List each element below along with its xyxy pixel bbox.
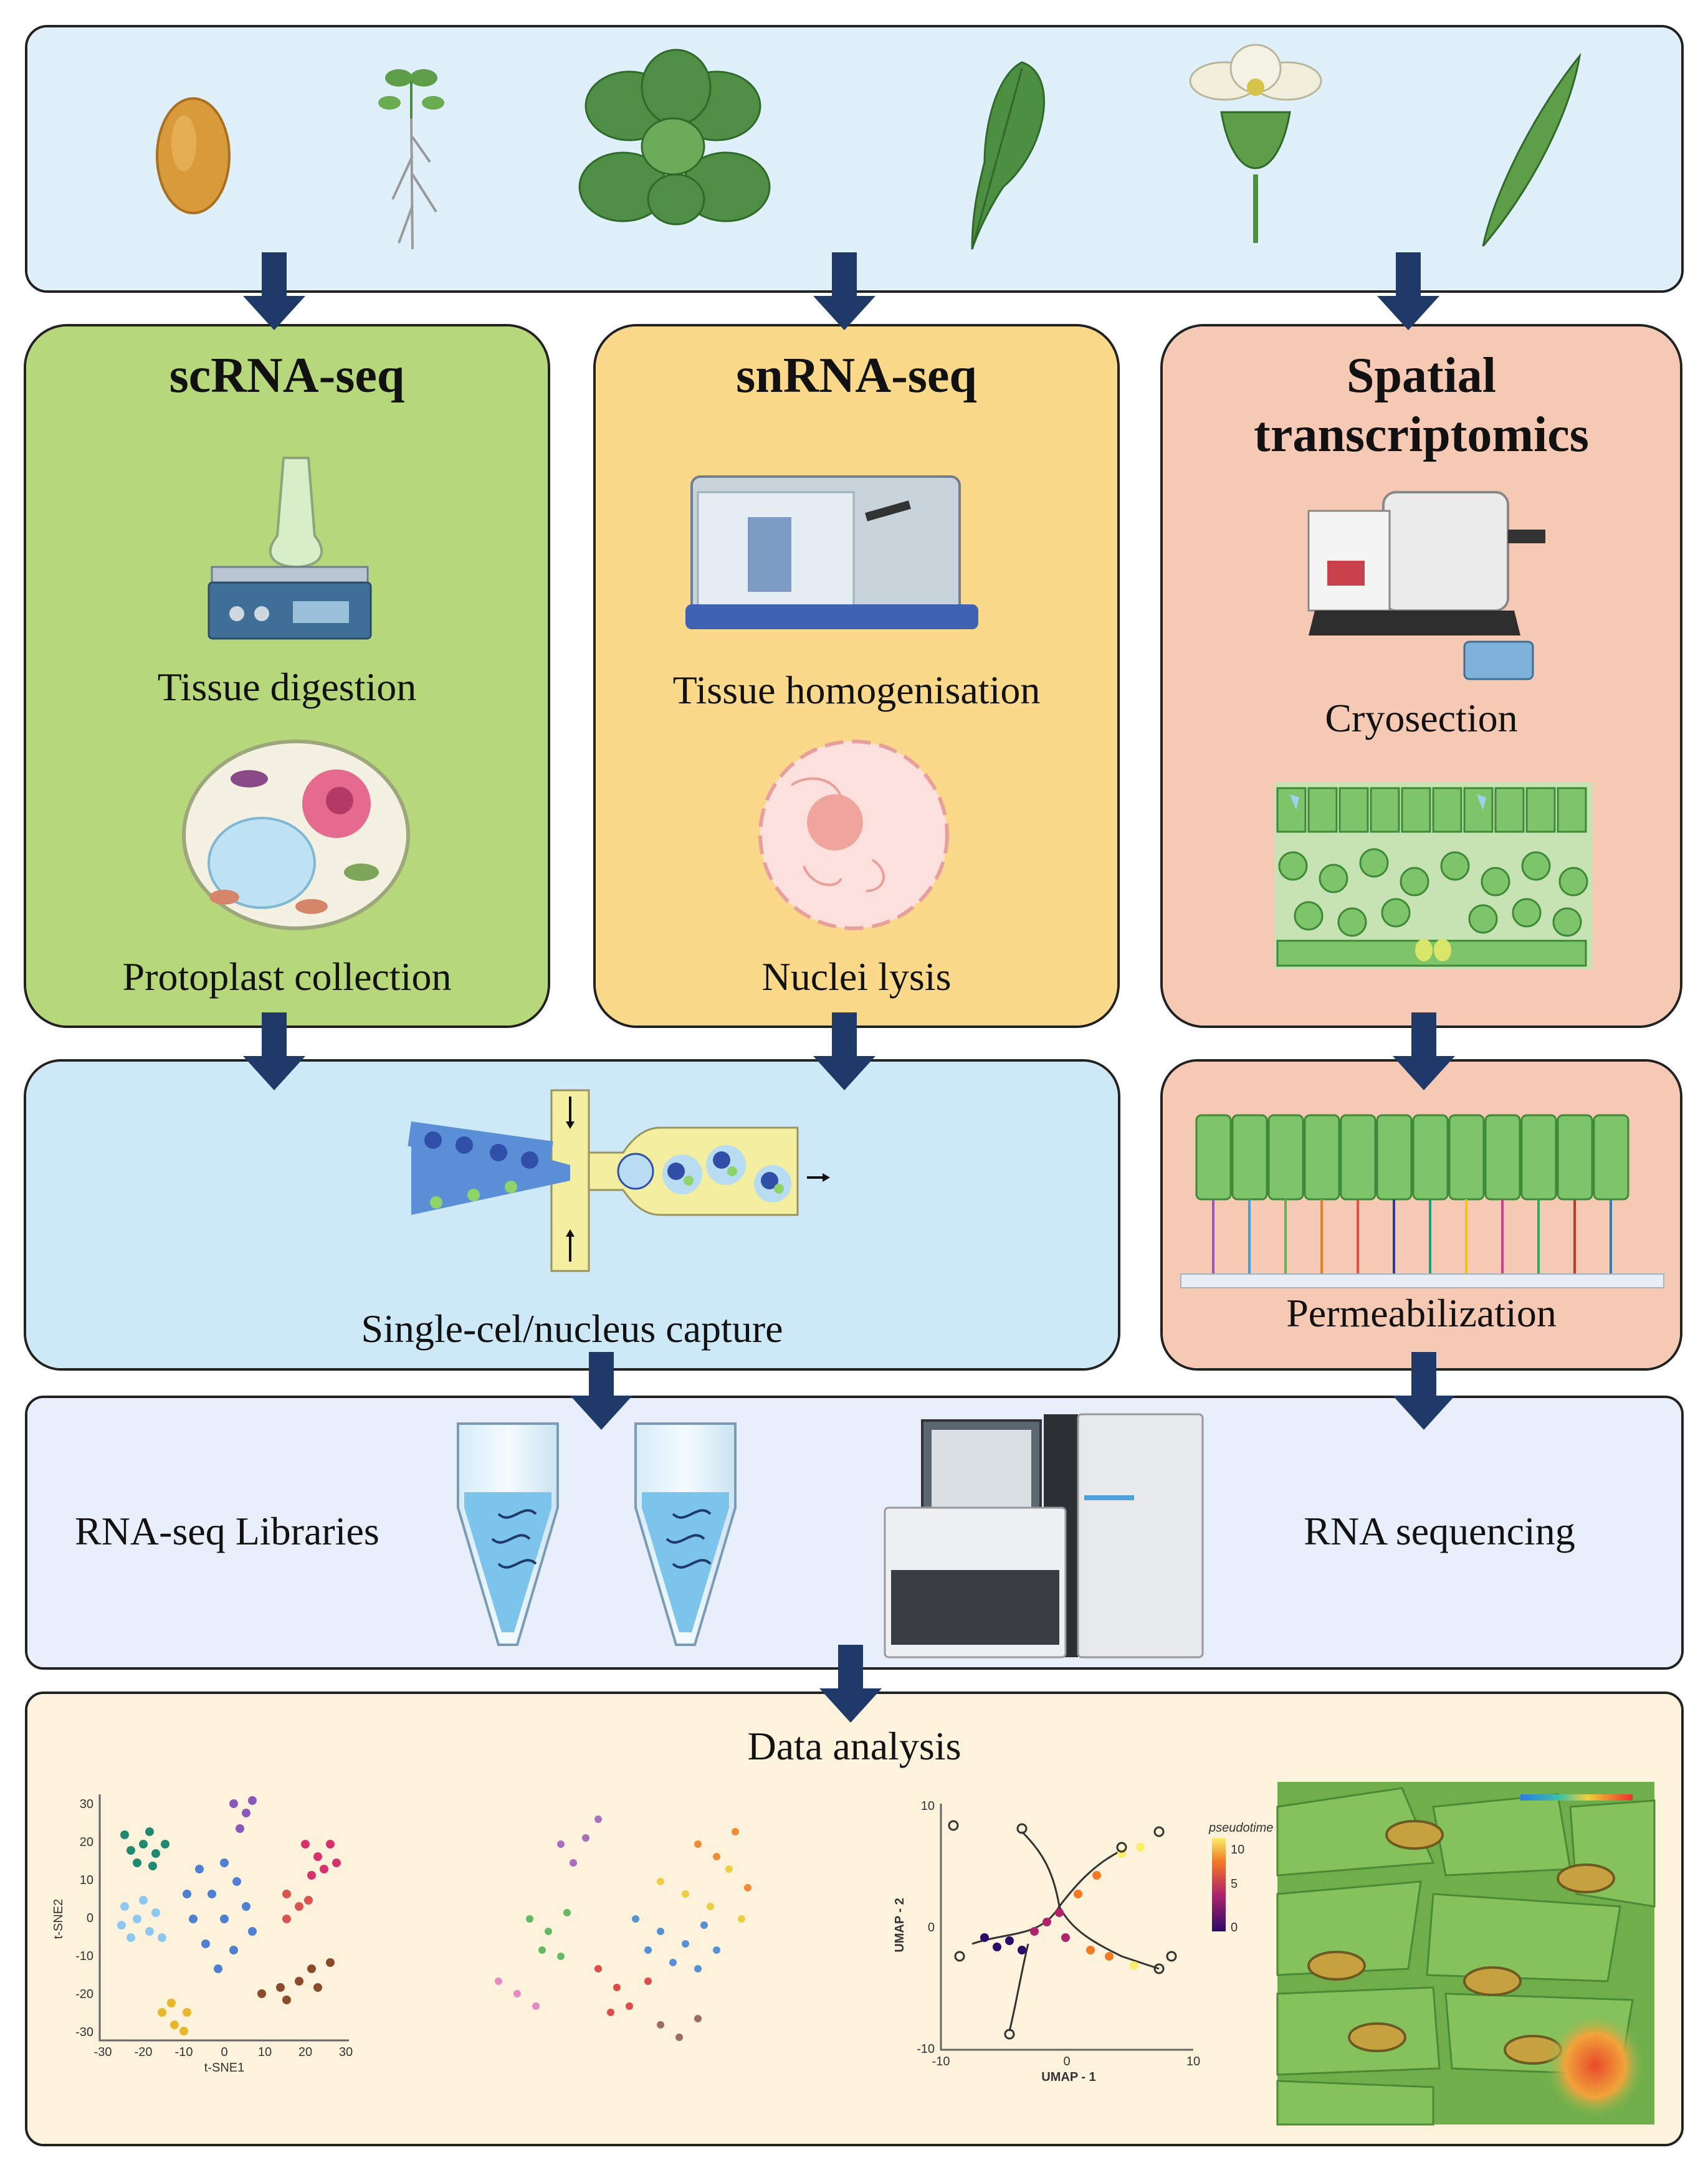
arrow-down-icon xyxy=(813,1012,875,1090)
umap-xtick: 10 xyxy=(1186,2055,1200,2068)
spatial-title-line1: Spatial xyxy=(1346,348,1497,403)
tsne-ytick: 0 xyxy=(87,1911,93,1925)
sequencer-icon xyxy=(884,1413,1204,1658)
permeabilization-label: Permeabilization xyxy=(1286,1291,1557,1335)
capture-label: Single-cel/nucleus capture xyxy=(361,1306,783,1351)
silique-icon xyxy=(1482,52,1582,247)
tsne-xtick: 10 xyxy=(258,2045,272,2059)
rna-sequencing-label: RNA sequencing xyxy=(1304,1509,1575,1553)
arrow-down-icon xyxy=(1393,1012,1455,1090)
flower-icon xyxy=(1189,44,1322,243)
umap-ylabel: UMAP - 2 xyxy=(893,1898,907,1952)
cluster-scatter-plot xyxy=(495,1815,751,2041)
tissue-section-icon xyxy=(1274,782,1592,969)
nuclei-lysis-label: Nuclei lysis xyxy=(761,954,952,999)
pseudotime-legend-tick: 10 xyxy=(1231,1843,1244,1857)
umap-ytick: -10 xyxy=(917,2042,935,2056)
stirrer-flask-icon xyxy=(208,457,372,640)
arrow-down-icon xyxy=(813,252,875,330)
tissue-digestion-label: Tissue digestion xyxy=(157,665,417,709)
umap-ytick: 0 xyxy=(928,1921,935,1934)
pseudotime-legend-title: pseudotime xyxy=(1208,1821,1273,1835)
permeabilization-icon xyxy=(1180,1114,1664,1288)
scrna-seq-title: scRNA-seq xyxy=(169,348,405,403)
seedling-icon xyxy=(378,69,444,250)
protoplast-collection-label: Protoplast collection xyxy=(122,954,452,999)
spatial-expression-map xyxy=(1276,1782,1656,2126)
umap-xtick: 0 xyxy=(1063,2055,1070,2068)
umap-xtick: -10 xyxy=(932,2055,950,2068)
pseudotime-legend-tick: 0 xyxy=(1231,1921,1238,1934)
cryostat-icon xyxy=(1307,491,1545,680)
leaf-icon xyxy=(971,61,1046,250)
arrow-down-icon xyxy=(570,1352,632,1430)
arrow-down-icon xyxy=(243,1012,305,1090)
nucleus-icon xyxy=(758,740,949,930)
rna-tube-icon xyxy=(457,1422,559,1646)
capture-panel xyxy=(24,1059,1120,1371)
tsne-ytick: -10 xyxy=(75,1949,93,1963)
tsne-xtick: -30 xyxy=(94,2045,112,2059)
arrow-down-icon xyxy=(1377,252,1439,330)
tsne-ylabel: t-SNE2 xyxy=(52,1899,65,1939)
plant-cell-icon xyxy=(182,740,410,930)
tsne-axis-labels: t-SNE1 t-SNE2 -30 -20 -10 0 10 20 30 30 … xyxy=(52,1797,353,2075)
microfluidic-chip-icon xyxy=(408,1089,830,1272)
spatial-title-line2: transcriptomics xyxy=(1254,407,1589,462)
tissue-homogenisation-label: Tissue homogenisation xyxy=(672,668,1041,712)
tsne-plot xyxy=(98,1794,349,2042)
tsne-xtick: 20 xyxy=(298,2045,312,2059)
tsne-ytick: -30 xyxy=(75,2025,93,2039)
tsne-xtick: -10 xyxy=(175,2045,193,2059)
rna-tube-icon xyxy=(634,1422,737,1646)
arrow-down-icon xyxy=(819,1645,882,1723)
tsne-xtick: 0 xyxy=(221,2045,227,2059)
pseudotime-legend-tick: 5 xyxy=(1231,1877,1238,1891)
arrow-down-icon xyxy=(1393,1352,1455,1430)
tsne-ytick: 20 xyxy=(80,1835,93,1849)
rna-seq-libraries-label: RNA-seq Libraries xyxy=(75,1509,379,1553)
tsne-ytick: 30 xyxy=(80,1797,93,1811)
tsne-ytick: 10 xyxy=(80,1873,93,1887)
tsne-xtick: 30 xyxy=(339,2045,353,2059)
umap-axis-labels: UMAP - 1 UMAP - 2 -10 0 10 10 0 -10 pseu… xyxy=(893,1799,1273,2084)
tsne-xtick: -20 xyxy=(135,2045,153,2059)
cryosection-label: Cryosection xyxy=(1325,696,1518,740)
seed-icon xyxy=(156,97,231,214)
umap-ytick: 10 xyxy=(921,1799,935,1813)
tsne-xlabel: t-SNE1 xyxy=(204,2061,244,2075)
snrna-seq-title: snRNA-seq xyxy=(736,348,977,403)
homogeniser-icon xyxy=(685,475,978,629)
arrow-down-icon xyxy=(243,252,305,330)
tsne-ytick: -20 xyxy=(75,1987,93,2001)
scrna-seq-panel xyxy=(24,324,550,1028)
rosette-icon xyxy=(578,49,771,226)
umap-plot xyxy=(940,1804,1226,2051)
umap-xlabel: UMAP - 1 xyxy=(1041,2070,1095,2084)
data-analysis-title: Data analysis xyxy=(747,1724,961,1768)
